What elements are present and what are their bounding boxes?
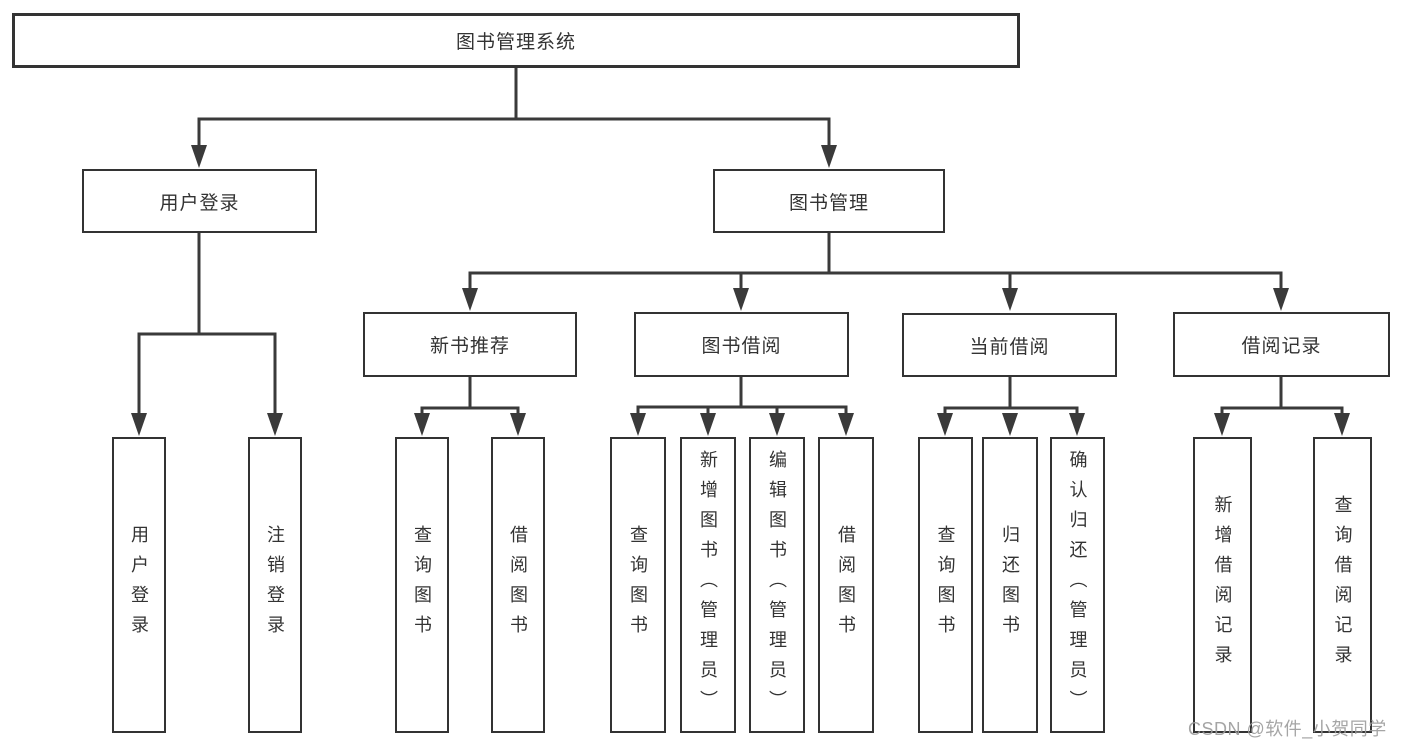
csdn-watermark: CSDN @软件_小贺同学 xyxy=(1188,719,1387,739)
node-label: 借阅图书 xyxy=(836,525,856,645)
node-book-borrow: 图书借阅 xyxy=(634,312,849,377)
leaf-recommend-borrow-books: 借阅图书 xyxy=(491,437,545,733)
node-label: 查询图书 xyxy=(412,525,432,645)
node-book-management: 图书管理 xyxy=(713,169,945,233)
leaf-recommend-query-books: 查询图书 xyxy=(395,437,449,733)
node-label: 查询图书 xyxy=(935,525,956,645)
node-label: 用户登录 xyxy=(129,525,149,645)
leaf-logout: 注销登录 xyxy=(248,437,302,733)
node-label: 当前借阅 xyxy=(969,336,1050,358)
leaf-borrow-query-books: 查询图书 xyxy=(610,437,666,733)
leaf-current-query-books: 查询图书 xyxy=(918,437,973,733)
node-label: 图书借阅 xyxy=(701,336,782,357)
leaf-add-books-admin: 新增图书（管理员） xyxy=(680,437,736,733)
leaf-confirm-return-admin: 确认归还（管理员） xyxy=(1050,437,1105,733)
leaf-return-books: 归还图书 xyxy=(982,437,1038,733)
leaf-borrow-books: 借阅图书 xyxy=(818,437,874,733)
leaf-edit-books-admin: 编辑图书（管理员） xyxy=(749,437,805,733)
leaf-user-login: 用户登录 xyxy=(112,437,166,733)
node-new-book-recommend: 新书推荐 xyxy=(363,312,577,377)
node-label: 用户登录 xyxy=(159,192,240,214)
leaf-add-borrow-record: 新增借阅记录 xyxy=(1193,437,1252,733)
node-label: 借阅记录 xyxy=(1241,336,1322,357)
node-label: 借阅图书 xyxy=(508,525,528,645)
node-label: 新增借阅记录 xyxy=(1212,495,1233,675)
node-label: 图书管理系统 xyxy=(455,32,576,53)
node-library-management-system: 图书管理系统 xyxy=(12,13,1020,68)
node-borrow-records: 借阅记录 xyxy=(1173,312,1390,377)
node-label: 新书推荐 xyxy=(429,336,510,357)
node-current-borrow: 当前借阅 xyxy=(902,313,1117,377)
node-label: 查询借阅记录 xyxy=(1332,495,1353,675)
node-label: 编辑图书（管理员） xyxy=(767,450,787,720)
leaf-query-borrow-record: 查询借阅记录 xyxy=(1313,437,1372,733)
node-user-login: 用户登录 xyxy=(82,169,317,233)
arrowheads xyxy=(131,145,1350,436)
node-label: 注销登录 xyxy=(265,525,285,645)
node-label: 确认归还（管理员） xyxy=(1067,450,1088,720)
node-label: 查询图书 xyxy=(628,525,648,645)
node-label: 归还图书 xyxy=(1000,525,1020,645)
node-label: 图书管理 xyxy=(788,192,869,214)
node-label: 新增图书（管理员） xyxy=(698,450,718,720)
